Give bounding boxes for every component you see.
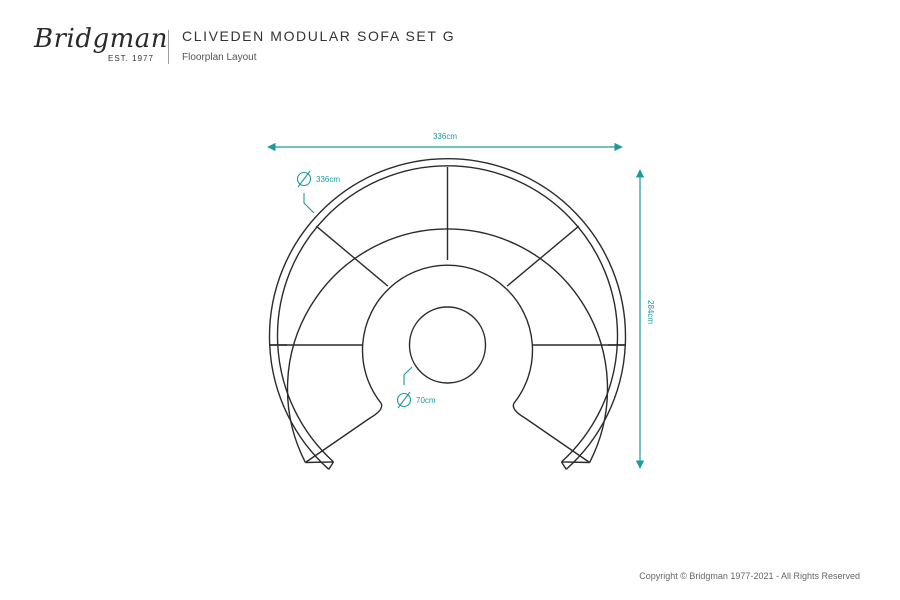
diameter-icon [296,171,312,187]
sofa-right-end-cap [561,461,590,464]
diameter-icon [396,392,412,408]
sofa-right-end-tip [560,461,567,470]
sofa-left-end-tip [328,461,335,470]
height-dimension: 284cm [635,169,655,469]
sofa-seat-front [361,264,534,404]
width-dimension: 336cm [267,132,623,152]
page-subtitle: Floorplan Layout [182,52,257,63]
sofa-back-outer [268,157,627,470]
sofa-back-inner-1 [276,165,619,463]
copyright: Copyright © Bridgman 1977-2021 - All Rig… [639,571,860,581]
page-title: CLIVEDEN MODULAR SOFA SET G [182,28,456,44]
coffee-table [408,306,487,384]
table-diameter-callout: 70cm [396,366,436,409]
sofa-right-end-inner [512,403,590,464]
brand-est: EST. 1977 [108,54,154,63]
height-label: 284cm [646,300,655,324]
seat-divider [506,225,580,287]
brand-logo: Bridgman EST. 1977 [34,24,168,68]
seat-divider [315,225,389,287]
header-divider [168,30,169,64]
sofa-seat-back-edge [286,228,609,463]
width-label: 336cm [433,132,457,141]
outer-diameter-leader [303,193,315,214]
table-diameter-label: 70cm [416,396,436,405]
sofa-left-end-cap [305,461,334,464]
outer-diameter-label: 336cm [316,175,340,184]
header: Bridgman EST. 1977 CLIVEDEN MODULAR SOFA… [0,0,900,80]
outer-diameter-callout: 336cm [296,170,340,214]
brand-name: Bridgman [34,24,169,54]
sofa-left-end-inner [305,403,383,464]
sofa-outline [268,157,627,470]
table-diameter-leader [403,366,413,385]
